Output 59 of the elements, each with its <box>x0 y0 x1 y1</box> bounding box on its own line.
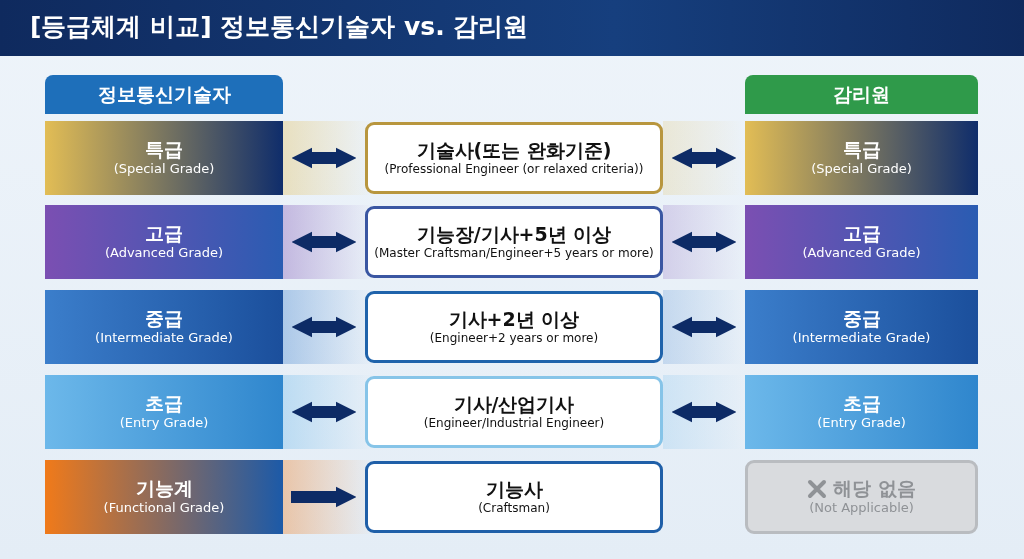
grade-title: 고급 <box>145 222 183 246</box>
grade-subtitle: (Functional Grade) <box>103 500 225 517</box>
grade-subtitle: (Professional Engineer (or relaxed criteria)) <box>384 161 644 177</box>
grade-subtitle: (Engineer+2 years or more) <box>429 330 599 346</box>
grade-box <box>45 460 283 534</box>
grade-box <box>45 205 283 279</box>
grade-title: 초급 <box>842 392 881 416</box>
grade-subtitle: (Special Grade) <box>113 161 215 178</box>
arrow <box>671 316 737 338</box>
grade-title: 고급 <box>842 222 881 246</box>
requirement-box <box>365 291 663 363</box>
not-applicable-box <box>745 460 978 534</box>
grade-title: 기능사 <box>485 478 543 501</box>
grade-subtitle: (Advanced Grade) <box>104 245 224 262</box>
arrow <box>671 147 737 169</box>
requirement-box <box>365 122 663 194</box>
column-header <box>745 75 978 114</box>
grade-title: 기술사(또는 완화기준) <box>416 139 612 162</box>
grade-title: 감리원 <box>833 83 890 106</box>
grade-title: 기능장/기사+5년 이상 <box>416 223 612 246</box>
column-header <box>45 75 283 114</box>
requirement-box <box>365 206 663 278</box>
grade-subtitle: (Intermediate Grade) <box>95 330 233 347</box>
grade-subtitle: (Special Grade) <box>811 161 912 178</box>
grade-subtitle: (Advanced Grade) <box>802 245 921 262</box>
grade-box <box>745 121 978 195</box>
requirement-box <box>365 376 663 448</box>
grade-subtitle: (Entry Grade) <box>817 415 906 432</box>
arrow <box>291 316 357 338</box>
grade-box <box>745 205 978 279</box>
grade-box <box>45 375 283 449</box>
title: [등급체계 비교] 정보통신기술자 vs. 감리원 <box>30 11 529 43</box>
requirement-box <box>365 461 663 533</box>
arrow <box>671 401 737 423</box>
grade-title: 초급 <box>145 392 183 416</box>
grade-title: 해당 없음 <box>833 477 916 501</box>
grade-subtitle: (Not Applicable) <box>809 500 914 517</box>
grade-title: 특급 <box>842 138 881 162</box>
arrow <box>291 486 357 508</box>
grade-box <box>745 375 978 449</box>
grade-subtitle: (Engineer/Industrial Engineer) <box>423 415 605 431</box>
grade-subtitle: (Master Craftsman/Engineer+5 years or more) <box>374 245 654 261</box>
grade-title: 정보통신기술자 <box>97 83 231 106</box>
grade-box <box>45 290 283 364</box>
grade-title: 기능계 <box>135 477 193 501</box>
grade-box <box>45 121 283 195</box>
grade-subtitle: (Intermediate Grade) <box>792 330 931 347</box>
arrow <box>291 231 357 253</box>
grade-title: 기사+2년 이상 <box>448 308 580 331</box>
arrow <box>671 231 737 253</box>
arrow <box>291 401 357 423</box>
grade-title: 중급 <box>842 307 881 331</box>
grade-title: 중급 <box>145 307 183 331</box>
grade-title: 특급 <box>145 138 183 162</box>
grade-title: 기사/산업기사 <box>453 393 575 416</box>
grade-subtitle: (Entry Grade) <box>119 415 209 432</box>
grade-box <box>745 290 978 364</box>
grade-subtitle: (Craftsman) <box>478 500 550 516</box>
arrow <box>291 147 357 169</box>
